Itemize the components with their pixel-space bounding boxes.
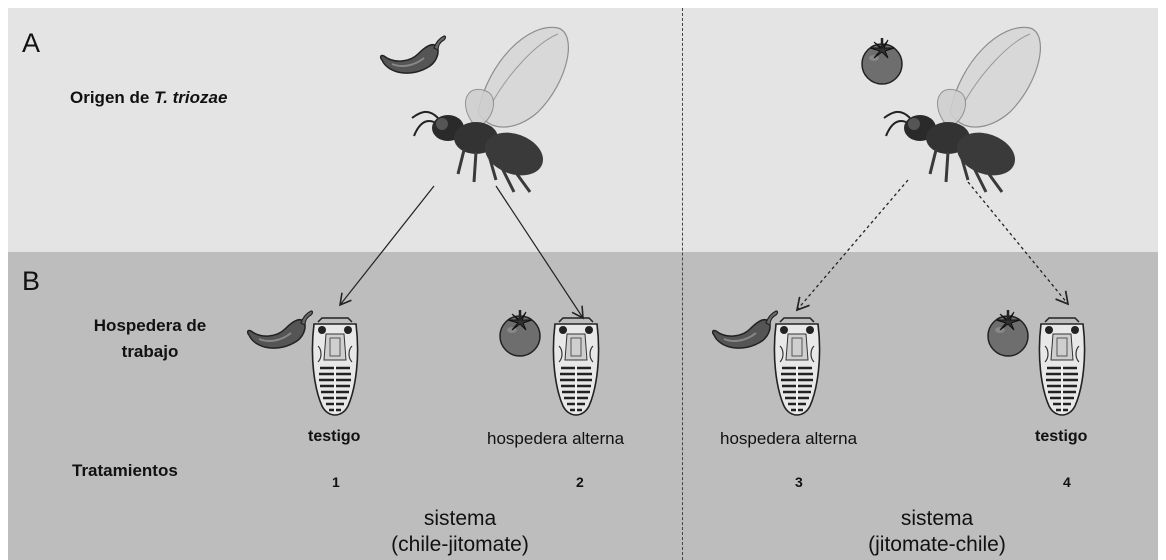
host-label-line1: Hospedera de [70,313,230,339]
origin-species: T. triozae [154,88,227,107]
treatment-4-label: testigo [1035,428,1087,446]
system-1-line1: sistema [355,506,565,532]
chile-pepper-icon [381,36,446,73]
treatment-3-label: hospedera alterna [720,429,857,449]
panel-a-label: A [22,28,40,59]
treatment-4-number: 4 [1063,474,1071,490]
psyllid-nymph-icon [553,318,598,415]
system-2-line1: sistema [832,506,1042,532]
chile-pepper-icon [248,311,313,348]
treatments-label: Tratamientos [72,461,178,481]
tomato-icon [500,310,540,356]
psyllid-nymph-icon [774,318,819,415]
arrow-to-treatment-3 [797,180,908,310]
tomato-icon [988,310,1028,356]
system-1-label: sistema (chile-jitomate) [355,506,565,558]
arrow-to-treatment-4 [968,182,1068,304]
treatment-1-label: testigo [308,428,360,446]
psyllid-nymph-icon [312,318,357,415]
system-2-label: sistema (jitomate-chile) [832,506,1042,558]
treatment-2-number: 2 [576,474,584,490]
psyllid-nymph-icon [1039,318,1084,415]
host-label: Hospedera de trabajo [70,313,230,365]
arrow-to-treatment-1 [340,186,434,305]
tomato-icon [862,38,902,84]
chile-pepper-icon [713,311,778,348]
host-label-line2: trabajo [70,339,230,365]
system-2-line2: (jitomate-chile) [832,532,1042,558]
origin-label-prefix: Origen de [70,88,154,107]
treatment-1-number: 1 [332,474,340,490]
wasp-icon [884,27,1040,192]
origin-label: Origen de T. triozae [70,88,227,108]
system-1-line2: (chile-jitomate) [355,532,565,558]
arrow-to-treatment-2 [496,186,583,318]
treatment-3-number: 3 [795,474,803,490]
panel-b-label: B [22,266,40,297]
treatment-2-label: hospedera alterna [487,429,624,449]
